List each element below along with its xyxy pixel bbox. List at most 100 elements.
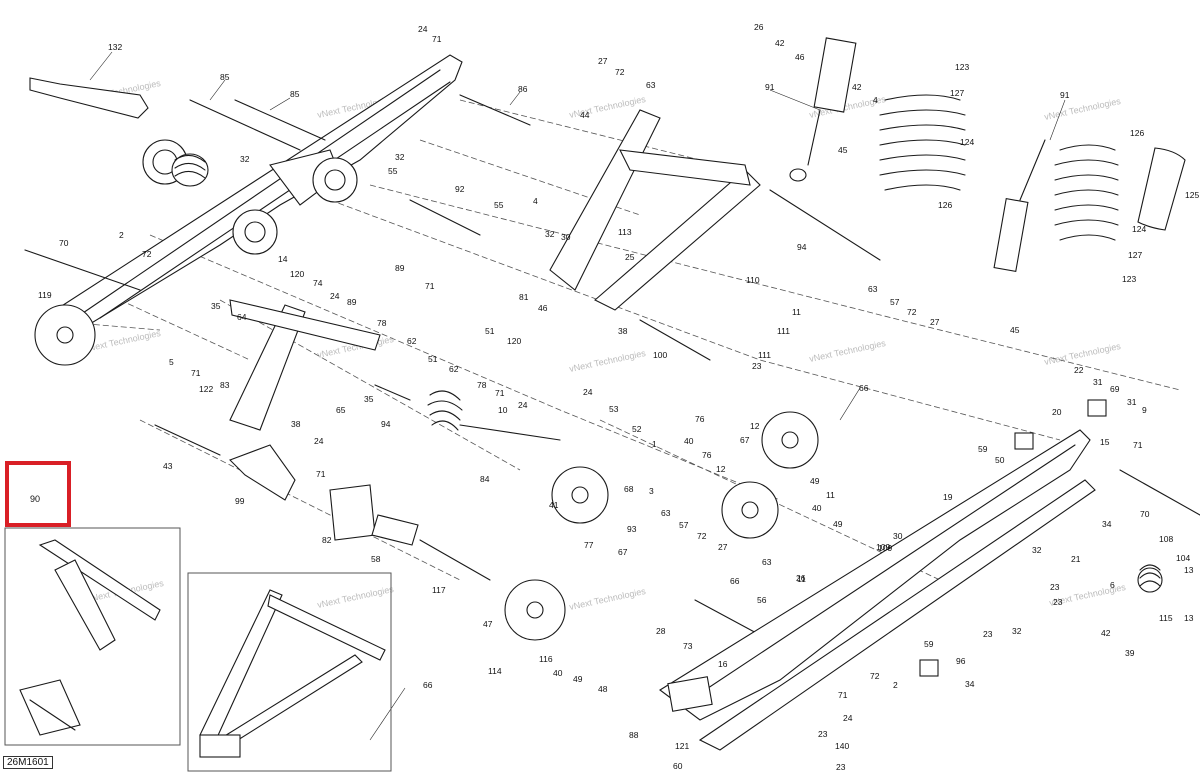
tube-82	[329, 484, 376, 541]
callout-label: 46	[538, 303, 548, 313]
highlighted-part-label: 90	[30, 494, 41, 504]
callout-label: 44	[580, 110, 590, 120]
callout-label: 34	[965, 679, 975, 689]
shock-91-right	[993, 139, 1046, 273]
callout-label: 91	[1060, 90, 1070, 100]
callout-label: 24	[518, 400, 528, 410]
callout-label: 77	[584, 540, 594, 550]
callout-label: 31	[1093, 377, 1103, 387]
callout-label: 124	[960, 137, 974, 147]
callout-label: 5	[169, 357, 174, 367]
callout-label: 62	[449, 364, 459, 374]
callout-label: 125	[1185, 190, 1199, 200]
watermark: vNext Technologies	[568, 586, 647, 612]
callout-label: 57	[890, 297, 900, 307]
spring-124-center	[879, 94, 966, 191]
callout-label: 100	[653, 350, 667, 360]
callout-label: 46	[795, 52, 805, 62]
shock-132	[29, 77, 149, 119]
callout-label: 67	[618, 547, 628, 557]
watermark: vNext Technologies	[808, 338, 887, 364]
callout-label: 26	[796, 573, 806, 583]
callout-label: 72	[142, 249, 152, 259]
callout-label: 57	[679, 520, 689, 530]
callout-label: 126	[1130, 128, 1144, 138]
rear-arm	[229, 299, 381, 431]
callout-label: 23	[752, 361, 762, 371]
callout-label: 21	[1071, 554, 1081, 564]
callout-label: 23	[836, 762, 846, 772]
callout-label: 84	[480, 474, 490, 484]
callout-label: 99	[235, 496, 245, 506]
callout-label: 38	[291, 419, 301, 429]
callout-label: 32	[545, 229, 555, 239]
callout-label: 114	[488, 666, 502, 676]
callout-label: 63	[661, 508, 671, 518]
callout-label: 72	[907, 307, 917, 317]
callout-label: 122	[199, 384, 213, 394]
callout-label: 24	[843, 713, 853, 723]
callout-label: 71	[191, 368, 201, 378]
callout-label: 49	[573, 674, 583, 684]
callout-label: 111	[758, 350, 771, 360]
callout-label: 2	[119, 230, 124, 240]
callout-label: 78	[477, 380, 487, 390]
callout-label: 19	[943, 492, 953, 502]
callout-label: 88	[629, 730, 639, 740]
callout-label: 11	[797, 574, 806, 584]
callout-label: 109	[878, 543, 892, 553]
callout-label: 32	[1012, 626, 1022, 636]
callout-label: 117	[432, 585, 446, 595]
callout-label: 49	[810, 476, 820, 486]
callout-label: 63	[868, 284, 878, 294]
callout-label: 120	[290, 269, 304, 279]
callout-label: 66	[859, 383, 869, 393]
callout-label: 74	[313, 278, 323, 288]
assembly-guide-lines	[39, 99, 1181, 581]
callout-label: 71	[495, 388, 505, 398]
torsion-spring-center	[427, 390, 561, 441]
callout-label: 66	[423, 680, 433, 690]
callout-label: 51	[485, 326, 495, 336]
callout-label: 89	[347, 297, 357, 307]
callout-label: 76	[695, 414, 705, 424]
callout-label: 31	[1127, 397, 1137, 407]
callout-label: 109	[876, 542, 890, 552]
callout-label: 96	[956, 656, 966, 666]
axle-rods	[24, 94, 1200, 636]
watermark: vNext Technologies	[1043, 341, 1122, 367]
callout-label: 91	[765, 82, 775, 92]
callout-label: 115	[1159, 613, 1173, 623]
callout-label: 24	[330, 291, 340, 301]
callout-label: 67	[740, 435, 750, 445]
callout-label: 71	[316, 469, 326, 479]
callout-label: 34	[1102, 519, 1112, 529]
callout-label: 14	[278, 254, 288, 264]
callout-label: 9	[1142, 405, 1147, 415]
callout-label: 12	[750, 421, 760, 431]
callout-label: 78	[377, 318, 387, 328]
callout-label: 25	[625, 252, 635, 262]
callout-label: 48	[598, 684, 608, 694]
callout-label: 71	[425, 281, 435, 291]
callout-label: 104	[1176, 553, 1190, 563]
callout-label: 11	[826, 490, 835, 500]
callout-label: 50	[995, 455, 1005, 465]
callout-label: 16	[718, 659, 728, 669]
callout-label: 119	[38, 290, 52, 300]
front-arm	[549, 109, 761, 311]
highlight-box-part-90	[5, 461, 71, 527]
callout-label: 85	[290, 89, 300, 99]
callout-label: 10	[498, 405, 508, 415]
right-small-parts	[919, 399, 1163, 677]
callout-label: 23	[1050, 582, 1060, 592]
callout-label: 52	[632, 424, 642, 434]
spring-124-right	[1054, 144, 1119, 241]
callout-label: 72	[615, 67, 625, 77]
watermark: vNext Technologies	[316, 584, 395, 610]
callout-label: 85	[220, 72, 230, 82]
callout-label: 2	[893, 680, 898, 690]
callout-label: 69	[1110, 384, 1120, 394]
right-rail-assembly	[659, 429, 1096, 751]
callout-label: 24	[314, 436, 324, 446]
